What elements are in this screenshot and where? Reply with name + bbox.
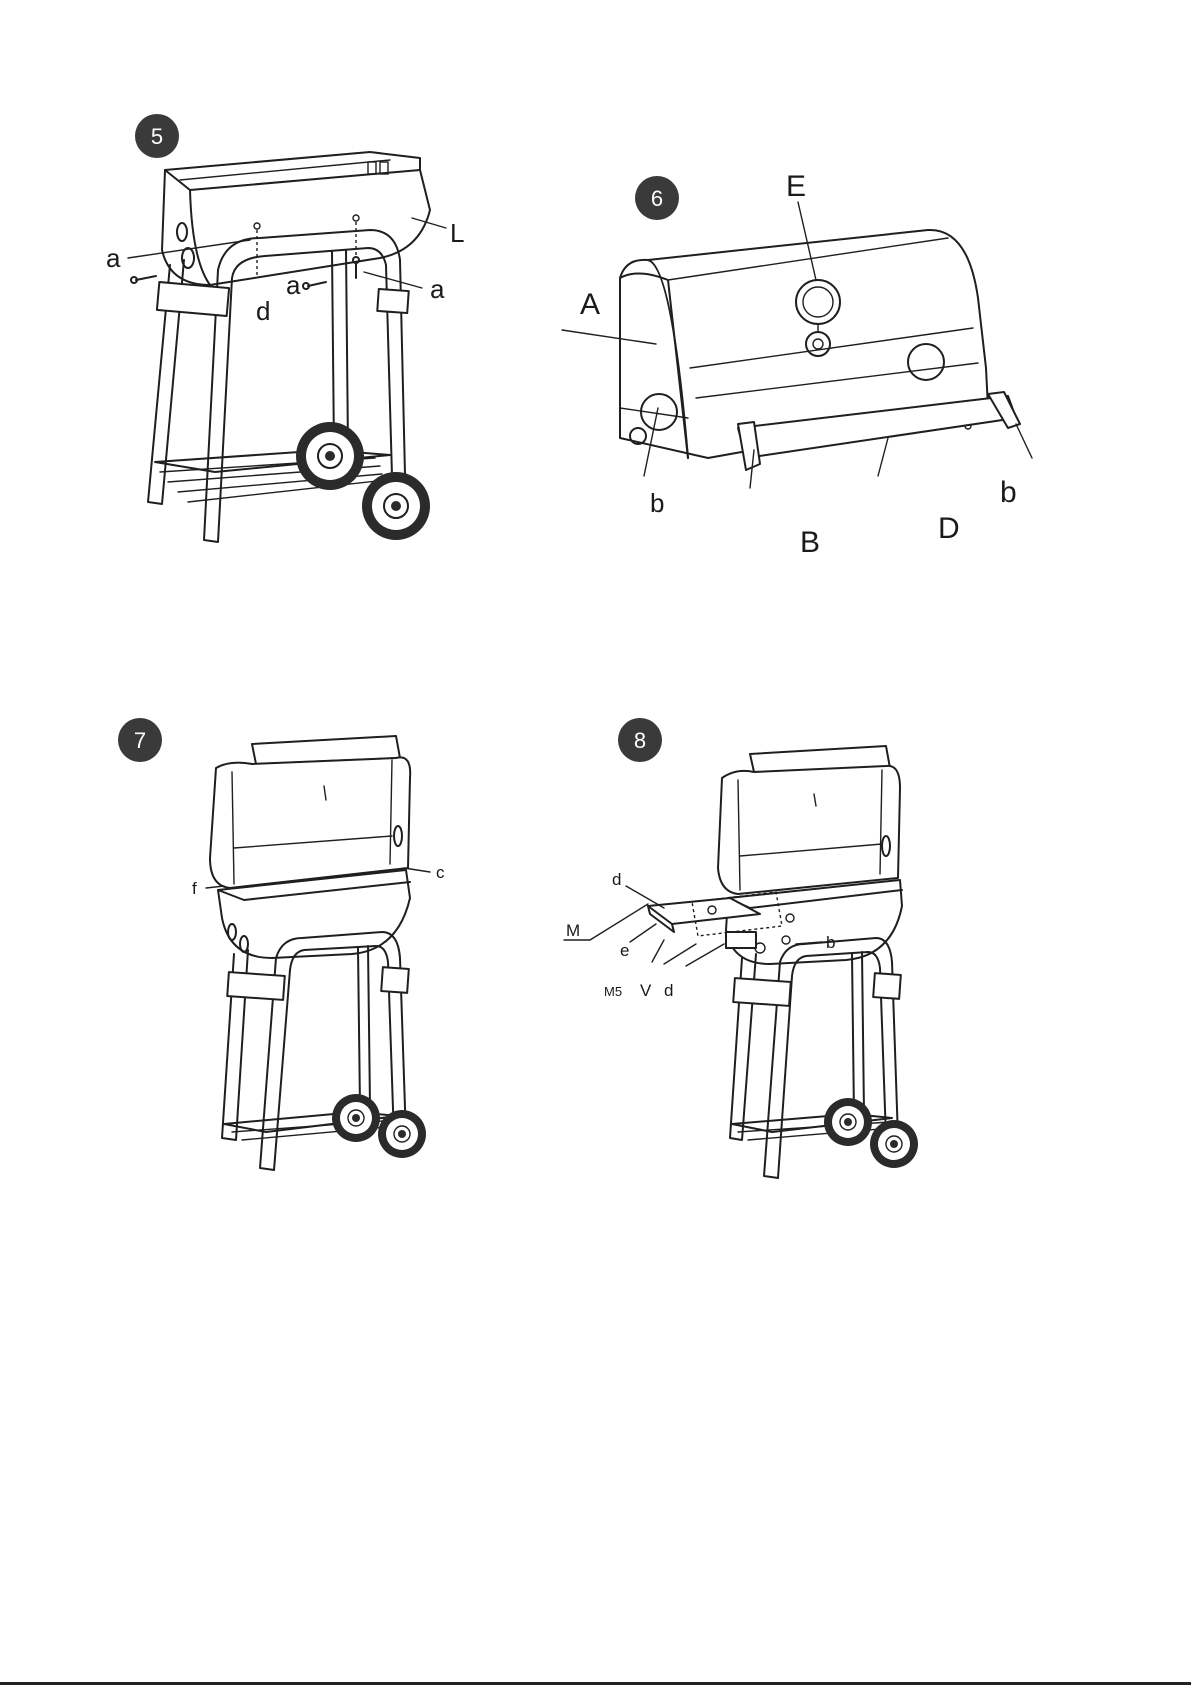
rear-wheel bbox=[296, 422, 364, 490]
label-d: d bbox=[664, 981, 673, 1000]
rear-wheel bbox=[332, 1094, 380, 1142]
front-wheel bbox=[378, 1110, 426, 1158]
label-L: L bbox=[450, 218, 464, 248]
label-M5: M5 bbox=[604, 984, 622, 999]
label-b: b bbox=[650, 488, 664, 518]
label-A: A bbox=[580, 288, 600, 321]
svg-text:6: 6 bbox=[651, 186, 663, 211]
grill-firebox bbox=[162, 152, 430, 285]
label-a: a bbox=[106, 243, 121, 273]
step-badge-5: 5 bbox=[135, 114, 179, 158]
svg-text:8: 8 bbox=[634, 728, 646, 753]
label-c: c bbox=[436, 863, 445, 882]
bolt-a-left bbox=[131, 276, 156, 283]
label-f: f bbox=[192, 879, 197, 898]
label-d: d bbox=[612, 870, 621, 889]
label-D: D bbox=[938, 512, 960, 545]
step-7-figure: 7 bbox=[106, 718, 466, 1178]
open-grill-lid bbox=[210, 736, 410, 888]
step-badge-7: 7 bbox=[118, 718, 162, 762]
step-5-figure: 5 bbox=[100, 110, 520, 600]
front-wheel bbox=[362, 472, 430, 540]
label-b: b bbox=[826, 933, 835, 952]
front-wheel bbox=[870, 1120, 918, 1168]
label-V: V bbox=[640, 981, 652, 1000]
step-8-figure: 8 bbox=[600, 718, 960, 1188]
step-badge-8: 8 bbox=[618, 718, 662, 762]
label-a: a bbox=[286, 270, 301, 300]
svg-text:5: 5 bbox=[151, 124, 163, 149]
open-grill-lid bbox=[718, 746, 900, 894]
label-M: M bbox=[566, 921, 580, 940]
label-B: B bbox=[800, 526, 820, 559]
step-6-figure: 6 bbox=[568, 168, 1088, 558]
label-E: E bbox=[786, 170, 806, 203]
step-badge-6: 6 bbox=[635, 176, 679, 220]
bolt-a-middle bbox=[303, 282, 326, 289]
label-e: e bbox=[620, 941, 629, 960]
svg-text:7: 7 bbox=[134, 728, 146, 753]
rear-wheel bbox=[824, 1098, 872, 1146]
label-a: a bbox=[430, 274, 445, 304]
label-d: d bbox=[256, 296, 270, 326]
label-b: b bbox=[1000, 476, 1017, 509]
